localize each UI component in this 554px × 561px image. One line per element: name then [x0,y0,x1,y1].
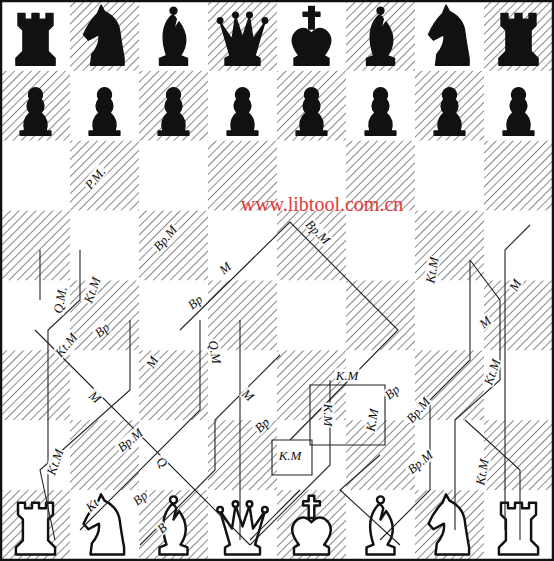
board-square [484,211,553,281]
move-label: K.M [335,369,360,382]
board-square [70,350,139,420]
board-square [346,1,415,71]
board-square [346,211,415,281]
board-square [208,71,277,141]
board-square [139,141,208,211]
chess-piece [16,14,55,66]
board-square [1,490,70,560]
chess-piece [217,12,267,65]
watermark: www.libtool.com.cn [240,194,405,214]
board-square [484,141,553,211]
board-square [1,350,70,420]
board-square [70,1,139,71]
board-square [415,1,484,71]
chess-piece [499,14,538,66]
chess-piece [365,88,396,136]
board-square [139,281,208,351]
move-label: K.M [278,449,303,462]
board-square [208,420,277,490]
move-label: K.M [322,403,335,428]
board-square [70,420,139,490]
board-square [277,490,346,560]
board-square [139,71,208,141]
board-square [139,1,208,71]
board-square [139,420,208,490]
board-square [1,211,70,281]
board-square [1,1,70,71]
board-square [139,350,208,420]
board-square [415,71,484,141]
chess-piece [503,88,534,136]
chess-piece [89,88,120,136]
chess-piece [296,88,327,136]
chess-piece [227,88,258,136]
board-square [277,281,346,351]
chess-piece [434,88,465,136]
board-square [1,281,70,351]
chess-piece [292,496,331,555]
board-square [346,490,415,560]
board-square [415,141,484,211]
chess-piece [429,494,470,554]
move-label: Q.M [206,338,223,365]
board-square [484,490,553,560]
chess-piece [292,7,331,66]
board-square [1,420,70,490]
board-square [346,420,415,490]
board-square [70,141,139,211]
board-square [277,211,346,281]
board-square [484,420,553,490]
board-square [346,281,415,351]
chess-piece [160,7,188,65]
board-square [70,71,139,141]
chess-piece [158,88,189,136]
chess-piece [217,501,267,554]
board-square [277,71,346,141]
chess-piece [429,5,470,65]
board-square [208,490,277,560]
board-square [484,1,553,71]
chess-piece [367,7,395,65]
board-square [415,490,484,560]
board-square [1,71,70,141]
board-square [346,71,415,141]
board-square [277,1,346,71]
board-square [70,490,139,560]
board-square [484,71,553,141]
board-square [139,490,208,560]
chess-piece [20,88,51,136]
board-square [415,281,484,351]
chess-piece [84,5,125,65]
board-square [139,211,208,281]
chess-piece [367,496,395,554]
board-square [1,141,70,211]
board-square [208,1,277,71]
